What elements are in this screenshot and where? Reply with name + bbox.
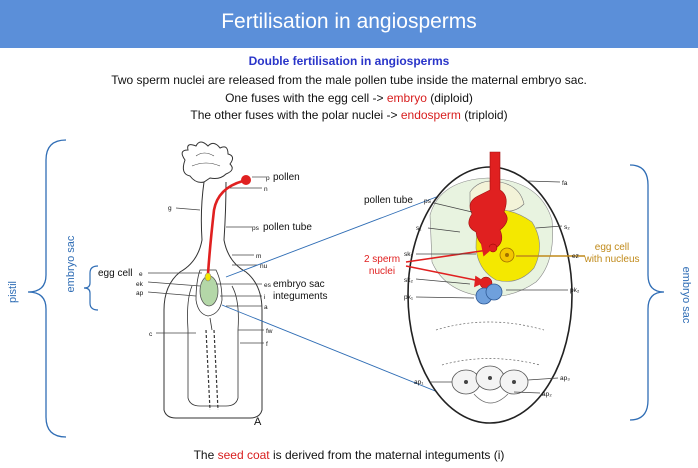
label-code-pk2: pk₂	[570, 287, 580, 294]
egg-cell-label: egg cell	[98, 268, 132, 279]
label-code-g: g	[168, 205, 172, 212]
connector-top	[225, 187, 461, 278]
egg-label-line-1: egg cell	[595, 242, 629, 253]
figure-letter: A	[254, 416, 262, 428]
endosperm-line: The other fuses with the polar nuclei ->…	[0, 108, 698, 122]
pollen-label: pollen	[273, 172, 300, 183]
pollen-grain	[241, 175, 251, 185]
label-code-ps-left: ps	[252, 225, 260, 232]
sperm-label-line-1: 2 sperm	[364, 254, 400, 265]
embryo-line-post: (diploid)	[426, 91, 473, 105]
pistil-brace	[27, 139, 67, 438]
egg-cell-dot	[204, 272, 212, 282]
label-code-nu: nu	[260, 263, 268, 270]
pollen-tube-path	[206, 179, 244, 275]
right-pollen-tube-label: pollen tube	[364, 195, 413, 206]
label-code-fa: fa	[562, 180, 568, 187]
subtitle: Double fertilisation in angiosperms	[248, 54, 450, 68]
footer-text: The seed coat is derived from the matern…	[0, 448, 698, 462]
label-code-pk1: pk₁	[404, 294, 414, 301]
label-code-m: m	[256, 253, 261, 260]
label-code-ap1: ap₁	[414, 379, 424, 386]
embryo-line-pre: One fuses with the egg cell ->	[225, 91, 387, 105]
endosperm-line-post: (triploid)	[460, 108, 508, 122]
endosperm-line-pre: The other fuses with the polar nuclei ->	[190, 108, 401, 122]
sperm-label-line-2: nuclei	[369, 266, 395, 277]
label-code-n: n	[264, 186, 268, 193]
right-leader-lines	[415, 180, 568, 394]
pistil-label: pistil	[7, 281, 19, 303]
left-embryo-sac-label: embryo sac	[65, 235, 77, 292]
right-embryo-sac-brace	[629, 164, 665, 421]
label-code-fw: fw	[266, 328, 273, 335]
label-code-ps-right: ps	[424, 198, 432, 205]
label-code-e: e	[139, 271, 143, 278]
page-title: Fertilisation in angiosperms	[221, 10, 477, 33]
embryo-highlight: embryo	[386, 91, 427, 105]
label-code-ap-left: ap	[136, 290, 144, 297]
label-code-s1: s₁	[416, 225, 422, 232]
endosperm-highlight: endosperm	[400, 108, 461, 122]
embryo-line: One fuses with the egg cell -> embryo (d…	[0, 91, 698, 105]
label-code-ez: ez	[572, 253, 579, 260]
right-embryo-sac-label: embryo sac	[680, 267, 692, 324]
label-code-c: c	[149, 331, 153, 338]
seed-coat-highlight: seed coat	[217, 448, 270, 462]
label-code-ek: ek	[136, 281, 144, 288]
title-bar	[0, 0, 698, 48]
pistil-drawing	[163, 141, 263, 419]
label-code-sk2: sk₂	[404, 277, 414, 284]
label-code-ap3: ap₃	[560, 375, 570, 382]
footer-post: is derived from the maternal integuments…	[269, 448, 505, 462]
label-code-es: es	[264, 282, 272, 289]
left-pollen-tube-label: pollen tube	[263, 222, 312, 233]
label-code-p: p	[266, 175, 270, 182]
egg-cell-brace	[83, 265, 99, 311]
sperm-arrows	[405, 243, 493, 288]
connector-bottom	[221, 304, 471, 406]
label-code-s2: s₂	[564, 224, 570, 231]
label-code-f: f	[266, 341, 268, 348]
polar-nucleus-2	[485, 283, 503, 301]
label-code-a: a	[264, 304, 268, 311]
label-code-i: i	[264, 294, 265, 301]
label-code-sk1: sk₁	[404, 251, 414, 258]
footer-pre: The	[193, 448, 218, 462]
embryo-sac-label-left: embryo sac	[273, 279, 325, 290]
intro-text: Two sperm nuclei are released from the m…	[111, 73, 587, 87]
left-leader-lines	[147, 176, 266, 344]
egg-label-line-2: with nucleus	[583, 254, 639, 265]
integuments-label: integuments	[273, 291, 327, 302]
label-code-ap2: ap₂	[542, 391, 552, 398]
